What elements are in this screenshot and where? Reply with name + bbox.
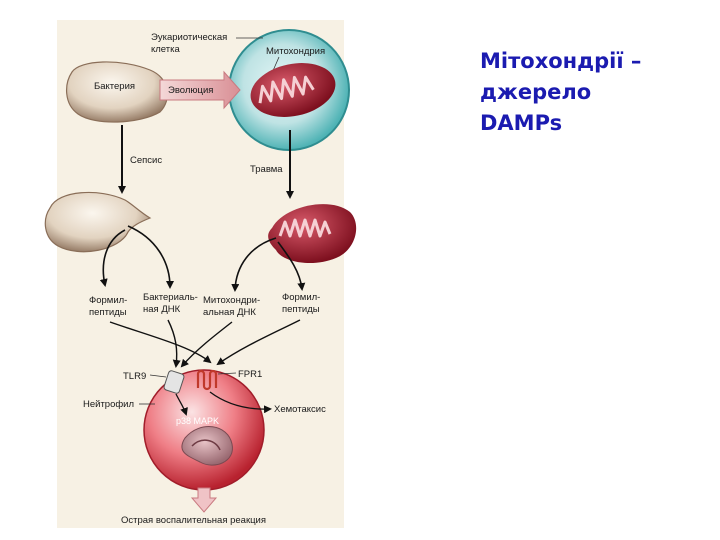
slide-title-line-1: Мітохондрії – [480, 49, 642, 73]
arrow-to-bact-dna [127, 225, 174, 289]
tlr9-receptor [163, 370, 185, 394]
slide-title: Мітохондрії – джерело DAMPs [480, 46, 710, 139]
eukaryotic-cell-label-2: клетка [151, 44, 180, 55]
neutrophil [143, 369, 265, 491]
neutrophil-label: Нейтрофил [83, 399, 134, 410]
arrow-mito-dna-to-tlr9 [180, 321, 233, 368]
arrow-to-mito-dna [231, 237, 277, 292]
bacterium-label: Бактерия [94, 81, 135, 92]
arrow-formyl-left-to-fpr1 [109, 321, 212, 364]
sepsis-label: Сепсис [130, 155, 162, 166]
formyl-peptides-left-1: Формил- [89, 295, 127, 306]
chemotaxis-label: Хемотаксис [274, 404, 326, 415]
acute-reaction-arrow [190, 487, 218, 513]
formyl-peptides-left-2: пептиды [89, 307, 127, 318]
tlr9-label: TLR9 [123, 371, 146, 382]
fpr1-receptor [196, 369, 218, 391]
ruptured-mitochondrion [268, 204, 357, 264]
formyl-peptides-right-1: Формил- [282, 292, 320, 303]
mitochondrial-dna-1: Митохондри- [203, 295, 260, 306]
evolution-arrow [159, 70, 241, 110]
arrow-to-formyl-right [277, 241, 306, 291]
p38-mapk-label: p38 MAPK [176, 416, 219, 426]
mitochondrial-dna-2: альная ДНК [203, 307, 256, 318]
slide-title-line-3: DAMPs [480, 111, 563, 135]
bacterial-dna-2: ная ДНК [143, 304, 181, 315]
arrow-bact-dna-to-tlr9 [167, 319, 181, 368]
eukaryotic-cell-label-1: Эукариотическая [151, 32, 227, 43]
acute-inflammatory-reaction-label: Острая воспалительная реакция [121, 515, 266, 526]
mitochondrion-label: Митохондрия [266, 46, 325, 57]
fpr1-label: FPR1 [238, 369, 262, 380]
tlr9-pointer-line [149, 374, 167, 378]
formyl-peptides-right-2: пептиды [282, 304, 320, 315]
arrow-to-formyl-left [99, 229, 126, 287]
trauma-label: Травма [250, 164, 283, 175]
bacterial-dna-1: Бактериаль- [143, 292, 198, 303]
slide-title-line-2: джерело [480, 80, 592, 104]
ruptured-bacterium [44, 191, 152, 253]
fpr1-pointer-line [217, 372, 237, 375]
arrow-tlr9-to-p38 [175, 393, 188, 416]
arrow-fpr1-to-chemotaxis [209, 391, 272, 414]
mitochondrion-in-cell [250, 63, 336, 117]
evolution-label: Эволюция [168, 85, 213, 96]
arrow-formyl-right-to-fpr1 [216, 319, 301, 366]
bacterium [66, 61, 168, 123]
